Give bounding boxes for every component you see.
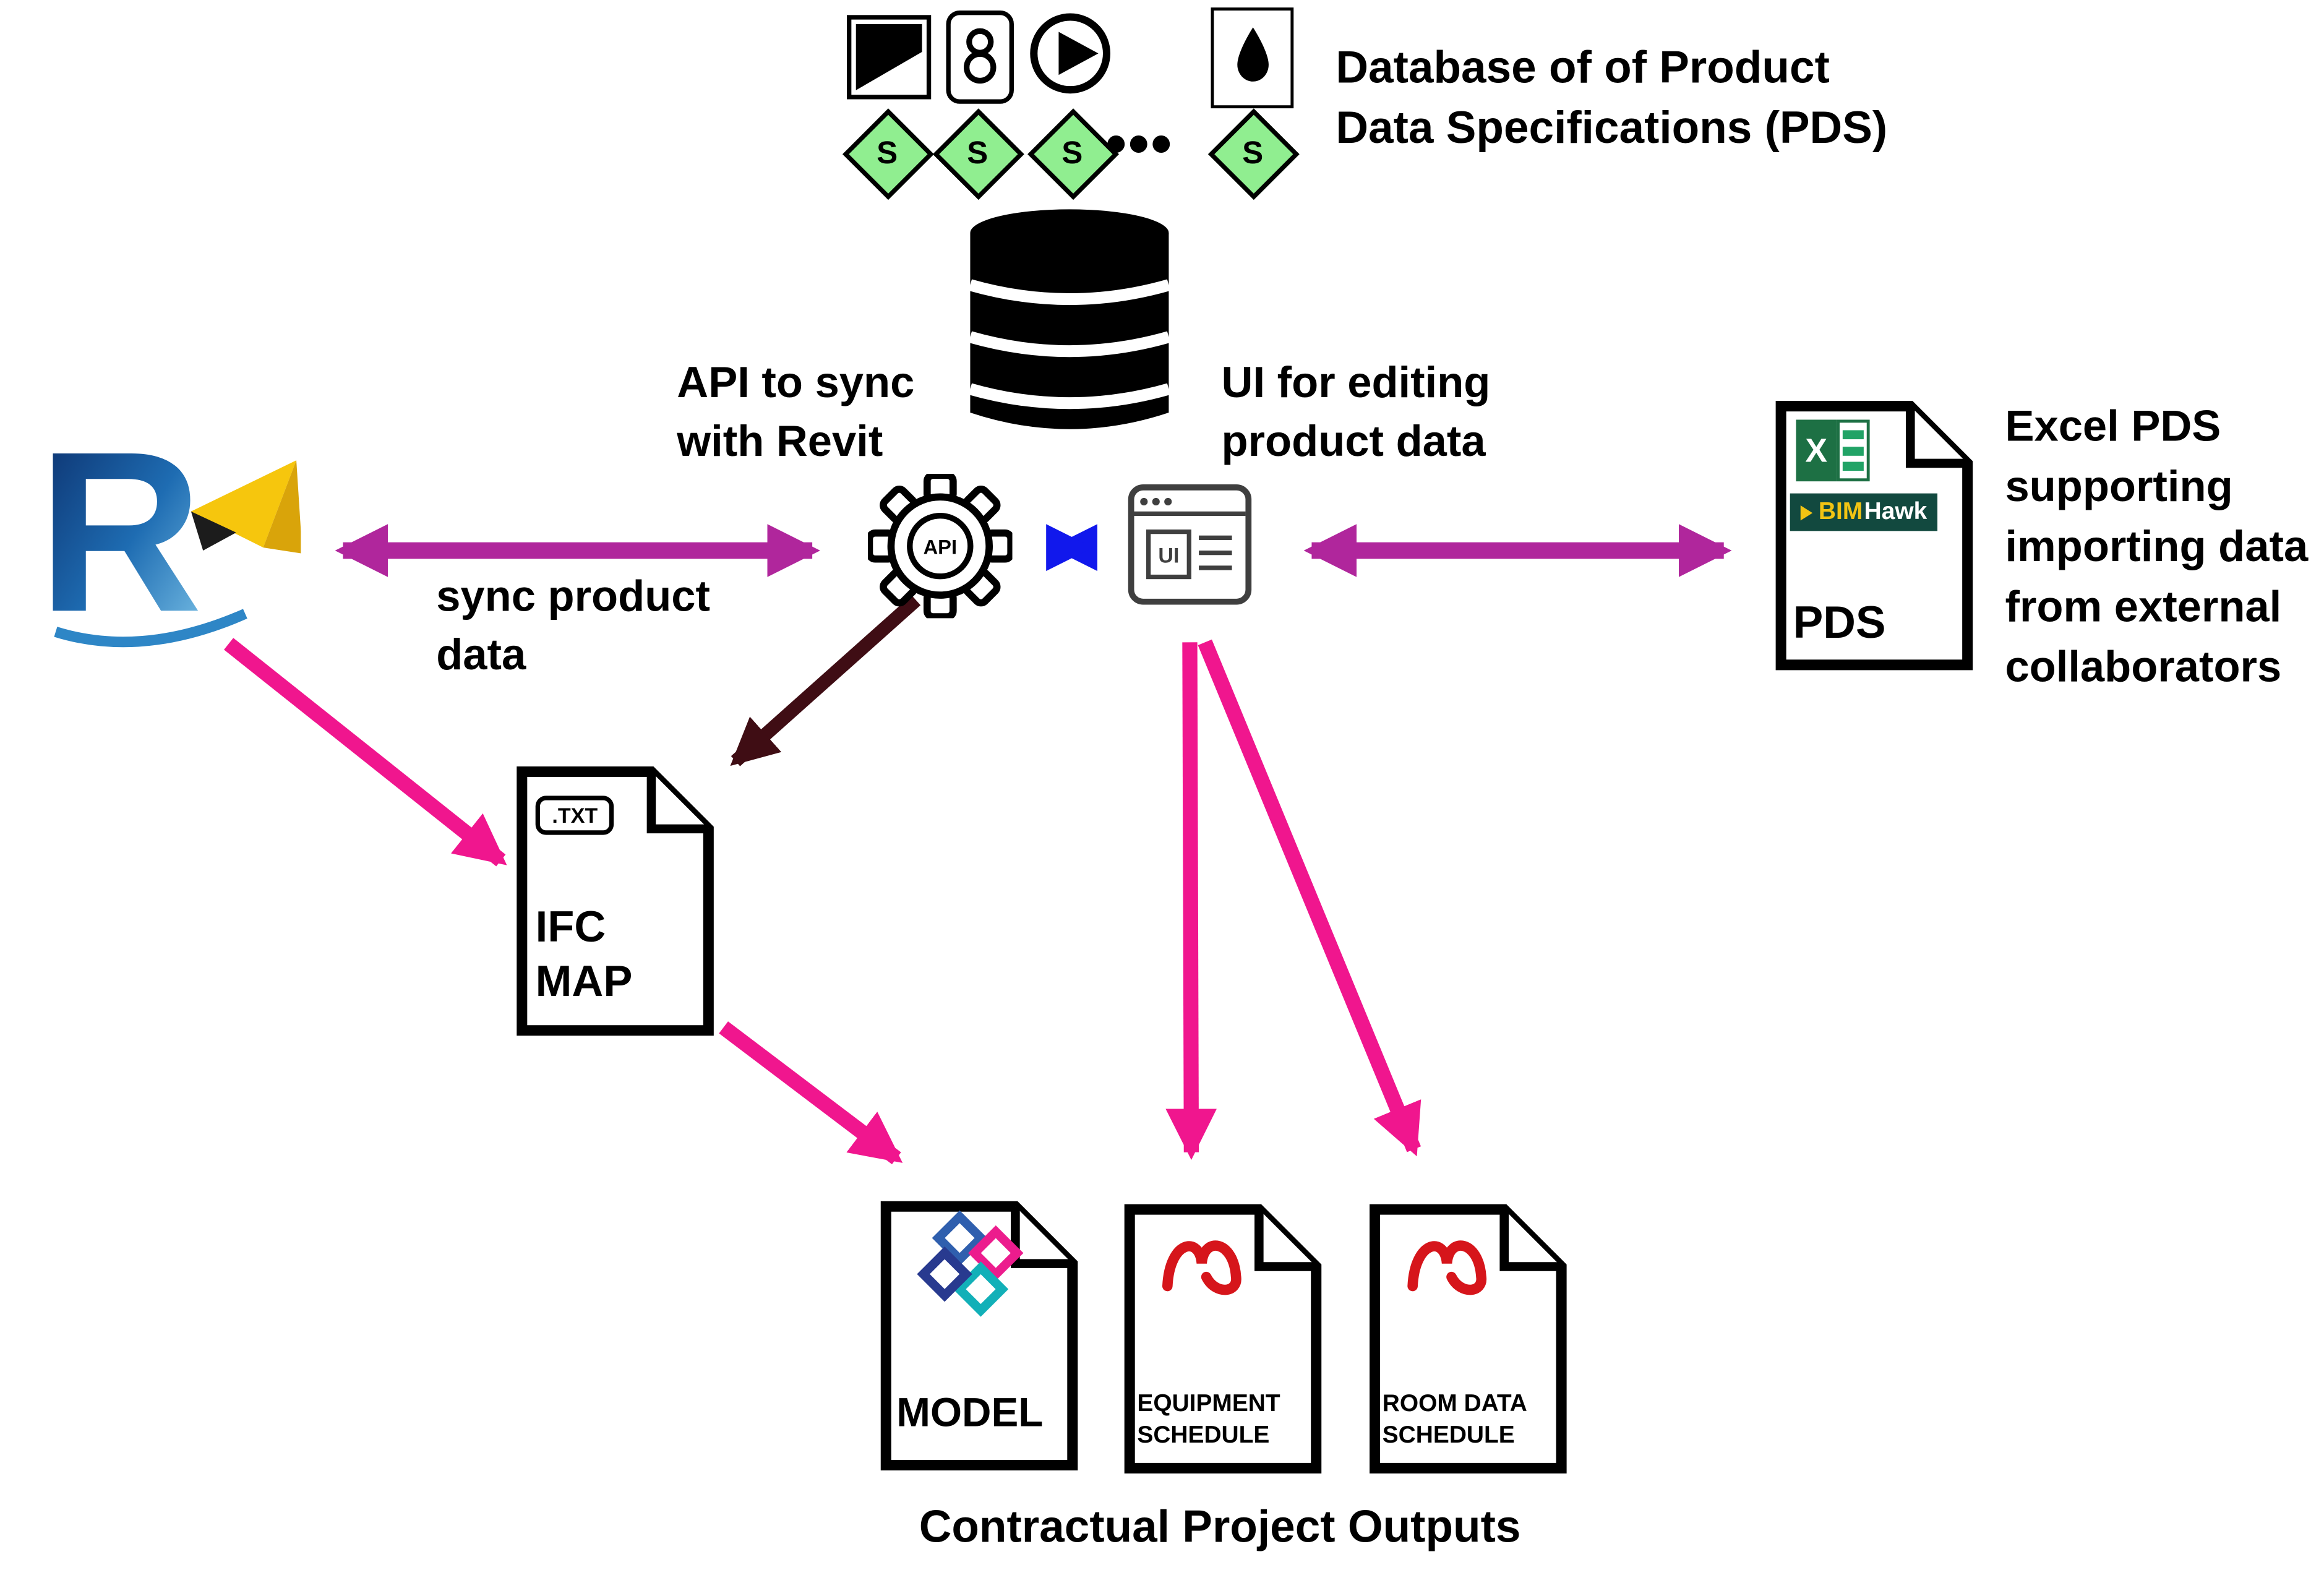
database-icon <box>968 209 1171 429</box>
ifc-map-document: .TXT IFC MAP <box>513 763 718 1039</box>
model-label: MODEL <box>896 1389 1044 1435</box>
model-document: MODEL <box>877 1198 1082 1474</box>
arrow-ui-room-schedule <box>1198 639 1421 1157</box>
arrow-api-ifcmap <box>730 595 921 766</box>
flame-icon <box>1237 27 1268 81</box>
document-icon <box>1370 1204 1567 1474</box>
spec-diamond-letter: S <box>967 136 989 171</box>
pds-doc-label: PDS <box>1793 598 1886 649</box>
ifc-model-logo <box>917 1210 1034 1324</box>
contractual-outputs-caption: Contractual Project Outputs <box>919 1503 1521 1553</box>
excel-x-letter: X <box>1796 419 1837 482</box>
arrow-ifcmap-model <box>719 1021 903 1165</box>
spec-diamond-letter: S <box>877 136 899 171</box>
ui-caption: UI for editing product data <box>1221 359 1491 466</box>
spec-diamond-letter: S <box>1062 136 1084 171</box>
window-dot-icon <box>1152 497 1160 505</box>
spec-diamond-2: S <box>932 108 1024 200</box>
ui-window-icon: UI <box>1128 484 1252 605</box>
bimhawk-hawk-text: Hawk <box>1864 499 1927 525</box>
excel-icon: X <box>1796 419 1870 482</box>
diagonal-split-icon <box>855 24 922 90</box>
double-circle-icon <box>964 28 997 84</box>
document-icon <box>1124 1204 1322 1474</box>
equipment-schedule-label: EQUIPMENT SCHEDULE <box>1137 1391 1280 1449</box>
bimhawk-bird-icon <box>1800 504 1813 520</box>
flame-symbol-icon <box>1211 7 1294 109</box>
ui-window-label: UI <box>1146 529 1191 580</box>
ui-window-titlebar <box>1134 491 1246 517</box>
api-caption: API to sync with Revit <box>677 359 915 466</box>
window-dot-icon <box>1140 497 1148 505</box>
document-icon <box>880 1201 1078 1470</box>
bimhawk-bim-text: BIM <box>1818 499 1863 525</box>
revit-letter: R <box>38 404 203 651</box>
ui-window-body: UI <box>1134 516 1246 580</box>
txt-file-badge: .TXT <box>535 796 614 835</box>
excel-sheet-icon <box>1837 419 1870 482</box>
pump-symbol-icon <box>1029 12 1112 95</box>
room-data-schedule-document: ROOM DATA SCHEDULE <box>1366 1200 1571 1477</box>
ui-window-text-lines-icon <box>1199 535 1232 580</box>
pds-document: X BIM Hawk PDS <box>1772 397 1977 674</box>
sync-product-data-label: sync product data <box>436 573 710 680</box>
api-gear-label: API <box>924 536 957 559</box>
ellipsis-dots: ••• <box>1105 111 1173 178</box>
spec-diamond-1: S <box>842 108 934 200</box>
pdf-logo-icon <box>1407 1240 1486 1295</box>
window-dot-icon <box>1164 497 1172 505</box>
spec-diamond-letter: S <box>1243 136 1264 171</box>
figure-eight-symbol-icon <box>946 11 1014 104</box>
equipment-schedule-document: EQUIPMENT SCHEDULE <box>1121 1200 1326 1477</box>
circle-play-icon <box>1030 13 1111 94</box>
arrow-ui-equipment-schedule <box>1165 642 1217 1161</box>
room-data-schedule-label: ROOM DATA SCHEDULE <box>1382 1391 1527 1449</box>
database-caption: Database of of Product Data Specificatio… <box>1336 43 1888 153</box>
document-icon <box>517 766 714 1036</box>
spec-diamond-4: S <box>1207 108 1300 200</box>
revit-logo: R <box>38 404 301 651</box>
excel-pds-caption: Excel PDS supporting importing data from… <box>2005 403 2309 692</box>
bimhawk-logo: BIM Hawk <box>1790 493 1938 531</box>
api-gear-icon: API <box>868 473 1013 619</box>
damper-symbol-icon <box>847 15 932 100</box>
pdf-logo-icon <box>1162 1240 1241 1295</box>
ifc-map-label: IFC MAP <box>535 904 633 1007</box>
